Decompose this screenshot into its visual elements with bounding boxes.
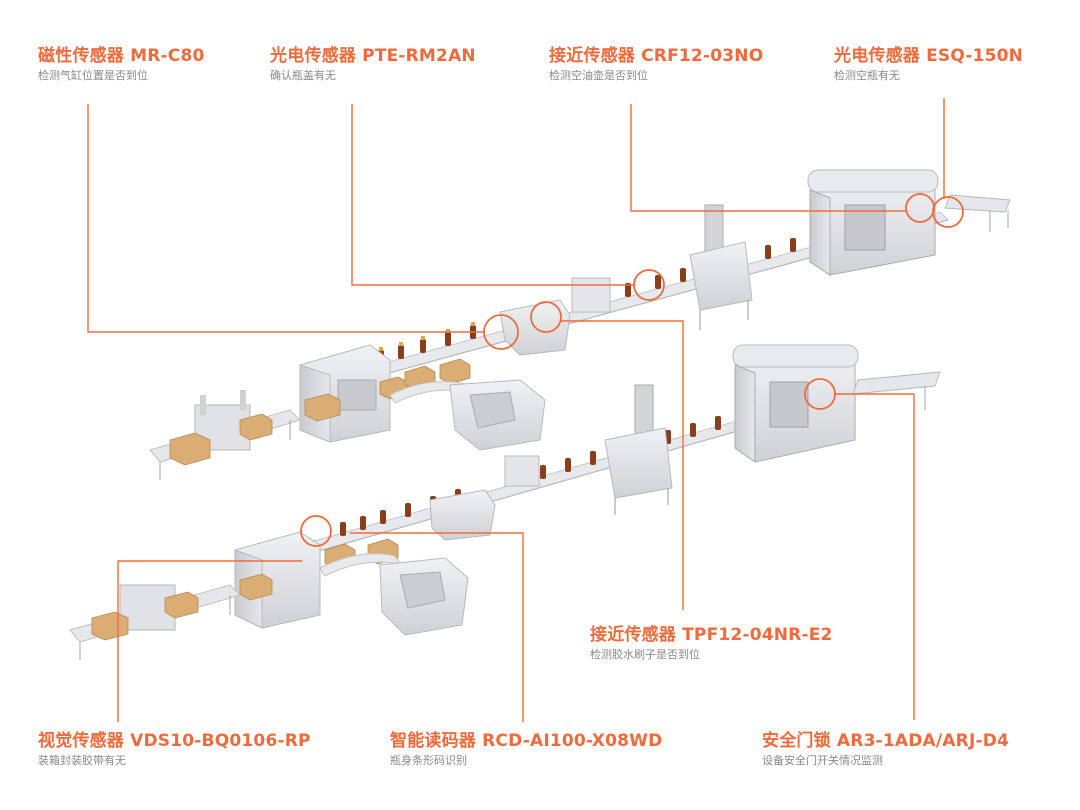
upper-case-erector [299,344,391,443]
target-photo-pte [633,269,665,301]
leader-prox-crf [630,104,906,212]
label-desc: 检测气缸位置是否到位 [38,69,148,82]
upper-cartons [169,358,471,466]
label-desc: 检测胶水刷子是否到位 [590,648,700,661]
leader-magnetic [87,104,484,333]
target-photo-esq [932,196,964,228]
label-title: 视觉传感器 VDS10-BQ0106-RP [38,731,311,751]
lower-filler [604,384,673,515]
leader-photo-pte [351,104,634,286]
leader-prox-tpf [561,320,684,610]
upper-sealer-table [149,390,301,480]
leader-vision [117,560,302,722]
lower-labeler [429,455,540,541]
label-title: 光电传感器 ESQ-150N [834,46,1024,66]
label-desc: 检测空油壶是否到位 [549,69,648,82]
label-title: 接近传感器 TPF12-04NR-E2 [590,625,833,645]
label-title: 接近传感器 CRF12-03NO [549,46,764,66]
leader-reader [350,532,524,722]
label-title: 智能读码器 RCD-AI100-X08WD [390,731,663,751]
lower-folding-machine [379,557,469,636]
label-desc: 装箱封装胶带有无 [38,754,126,767]
lower-production-line [69,344,941,660]
label-photo-sensor-pte: 光电传感器 PTE-RM2AN 确认瓶盖有无 [270,45,476,83]
label-photo-sensor-esq: 光电传感器 ESQ-150N 检测空瓶有无 [834,45,1023,83]
target-reader [530,301,562,333]
label-desc: 瓶身条形码识别 [390,754,467,767]
target-vision [300,515,332,547]
callout-circles [300,193,964,547]
label-title: 安全门锁 AR3-1ADA/ARJ-D4 [762,731,1010,751]
lower-cartons [91,538,399,641]
upper-filler [689,204,753,330]
label-desc: 设备安全门开关情况监测 [762,754,883,767]
label-smart-code-reader: 智能读码器 RCD-AI100-X08WD 瓶身条形码识别 [390,730,662,768]
label-title: 磁性传感器 MR-C80 [38,46,205,66]
upper-production-line [149,169,1011,480]
label-magnetic-sensor: 磁性传感器 MR-C80 检测气缸位置是否到位 [38,45,205,83]
label-proximity-sensor-crf: 接近传感器 CRF12-03NO 检测空油壶是否到位 [549,45,763,83]
callout-lines [87,98,945,722]
lower-blow-molder [732,344,941,463]
leader-door-lock [834,393,915,720]
label-safety-door-lock: 安全门锁 AR3-1ADA/ARJ-D4 设备安全门开关情况监测 [762,730,1009,768]
upper-folding-machine [449,379,546,451]
target-door-lock [804,378,836,410]
label-desc: 确认瓶盖有无 [270,69,336,82]
label-title: 光电传感器 PTE-RM2AN [270,46,476,66]
target-magnetic [483,314,519,350]
upper-blow-molder [807,169,1011,276]
label-vision-sensor: 视觉传感器 VDS10-BQ0106-RP 装箱封装胶带有无 [38,730,311,768]
label-desc: 检测空瓶有无 [834,69,900,82]
label-proximity-sensor-tpf: 接近传感器 TPF12-04NR-E2 检测胶水刷子是否到位 [590,624,833,662]
